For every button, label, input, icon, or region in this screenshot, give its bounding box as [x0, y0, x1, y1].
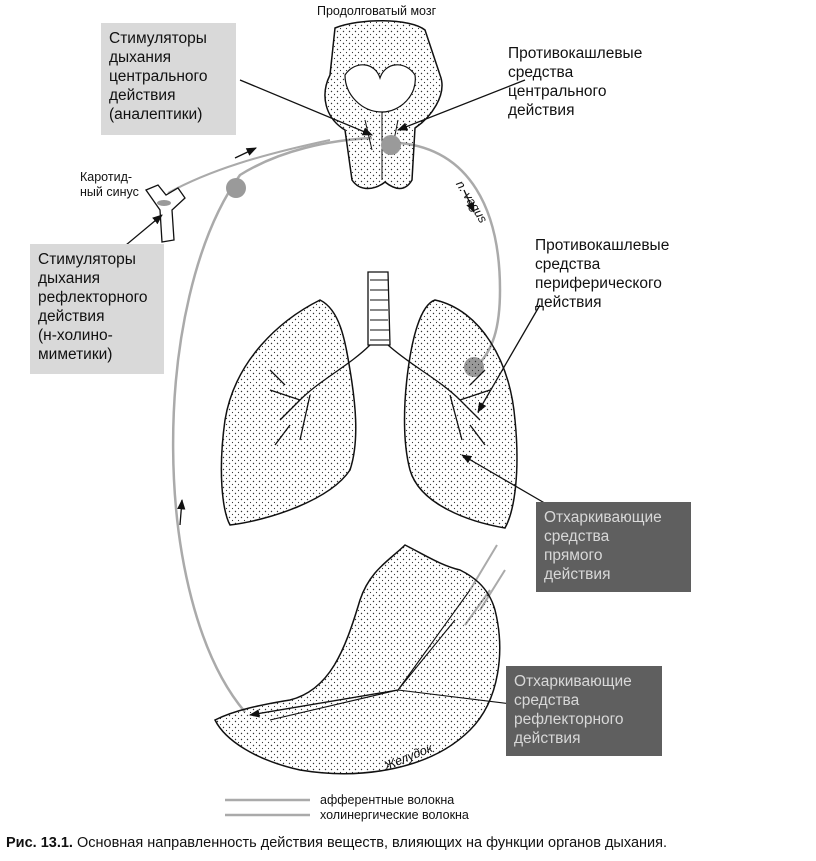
action-arrows	[119, 79, 549, 718]
medulla-receptor-dot	[381, 135, 401, 155]
reflex-expectorants-box: Отхаркивающие средства рефлекторного дей…	[506, 666, 662, 756]
carotid-sinus-label: Каротид- ный синус	[80, 170, 139, 199]
figure-caption-text: Основная направленность действия веществ…	[72, 835, 667, 851]
left-lung	[220, 299, 357, 526]
direct-expectorants-box: Отхаркивающие средства прямого действия	[536, 502, 691, 592]
trachea	[367, 271, 391, 346]
figure-number: Рис. 13.1.	[6, 835, 73, 851]
legend-cholinergic-label: холинергические волокна	[320, 808, 469, 822]
central-antitussives-box: Противокашлевые средства центрального де…	[508, 45, 643, 119]
reflex-stimulants-box: Стимуляторы дыхания рефлекторного действ…	[30, 244, 164, 374]
carotid-sinus	[145, 184, 186, 243]
right-lung	[403, 299, 518, 529]
carotid-receptor-dot	[226, 178, 246, 198]
legend-afferent-label: афферентные волокна	[320, 793, 455, 807]
stomach-nerve-branches	[269, 589, 521, 721]
stomach	[213, 544, 501, 775]
peripheral-antitussives-box: Противокашлевые средства периферического…	[535, 237, 670, 311]
central-stimulants-box: Стимуляторы дыхания центрального действи…	[101, 23, 236, 135]
afferent-fiber-loop	[171, 136, 373, 713]
carotid-afferent-fiber	[167, 139, 331, 194]
bronchial-tree	[269, 344, 491, 446]
figure-caption: Рис. 13.1. Основная направленность дейст…	[6, 835, 667, 851]
medulla-oblongata	[324, 20, 443, 190]
medulla-label: Продолговатый мозг	[317, 4, 437, 18]
